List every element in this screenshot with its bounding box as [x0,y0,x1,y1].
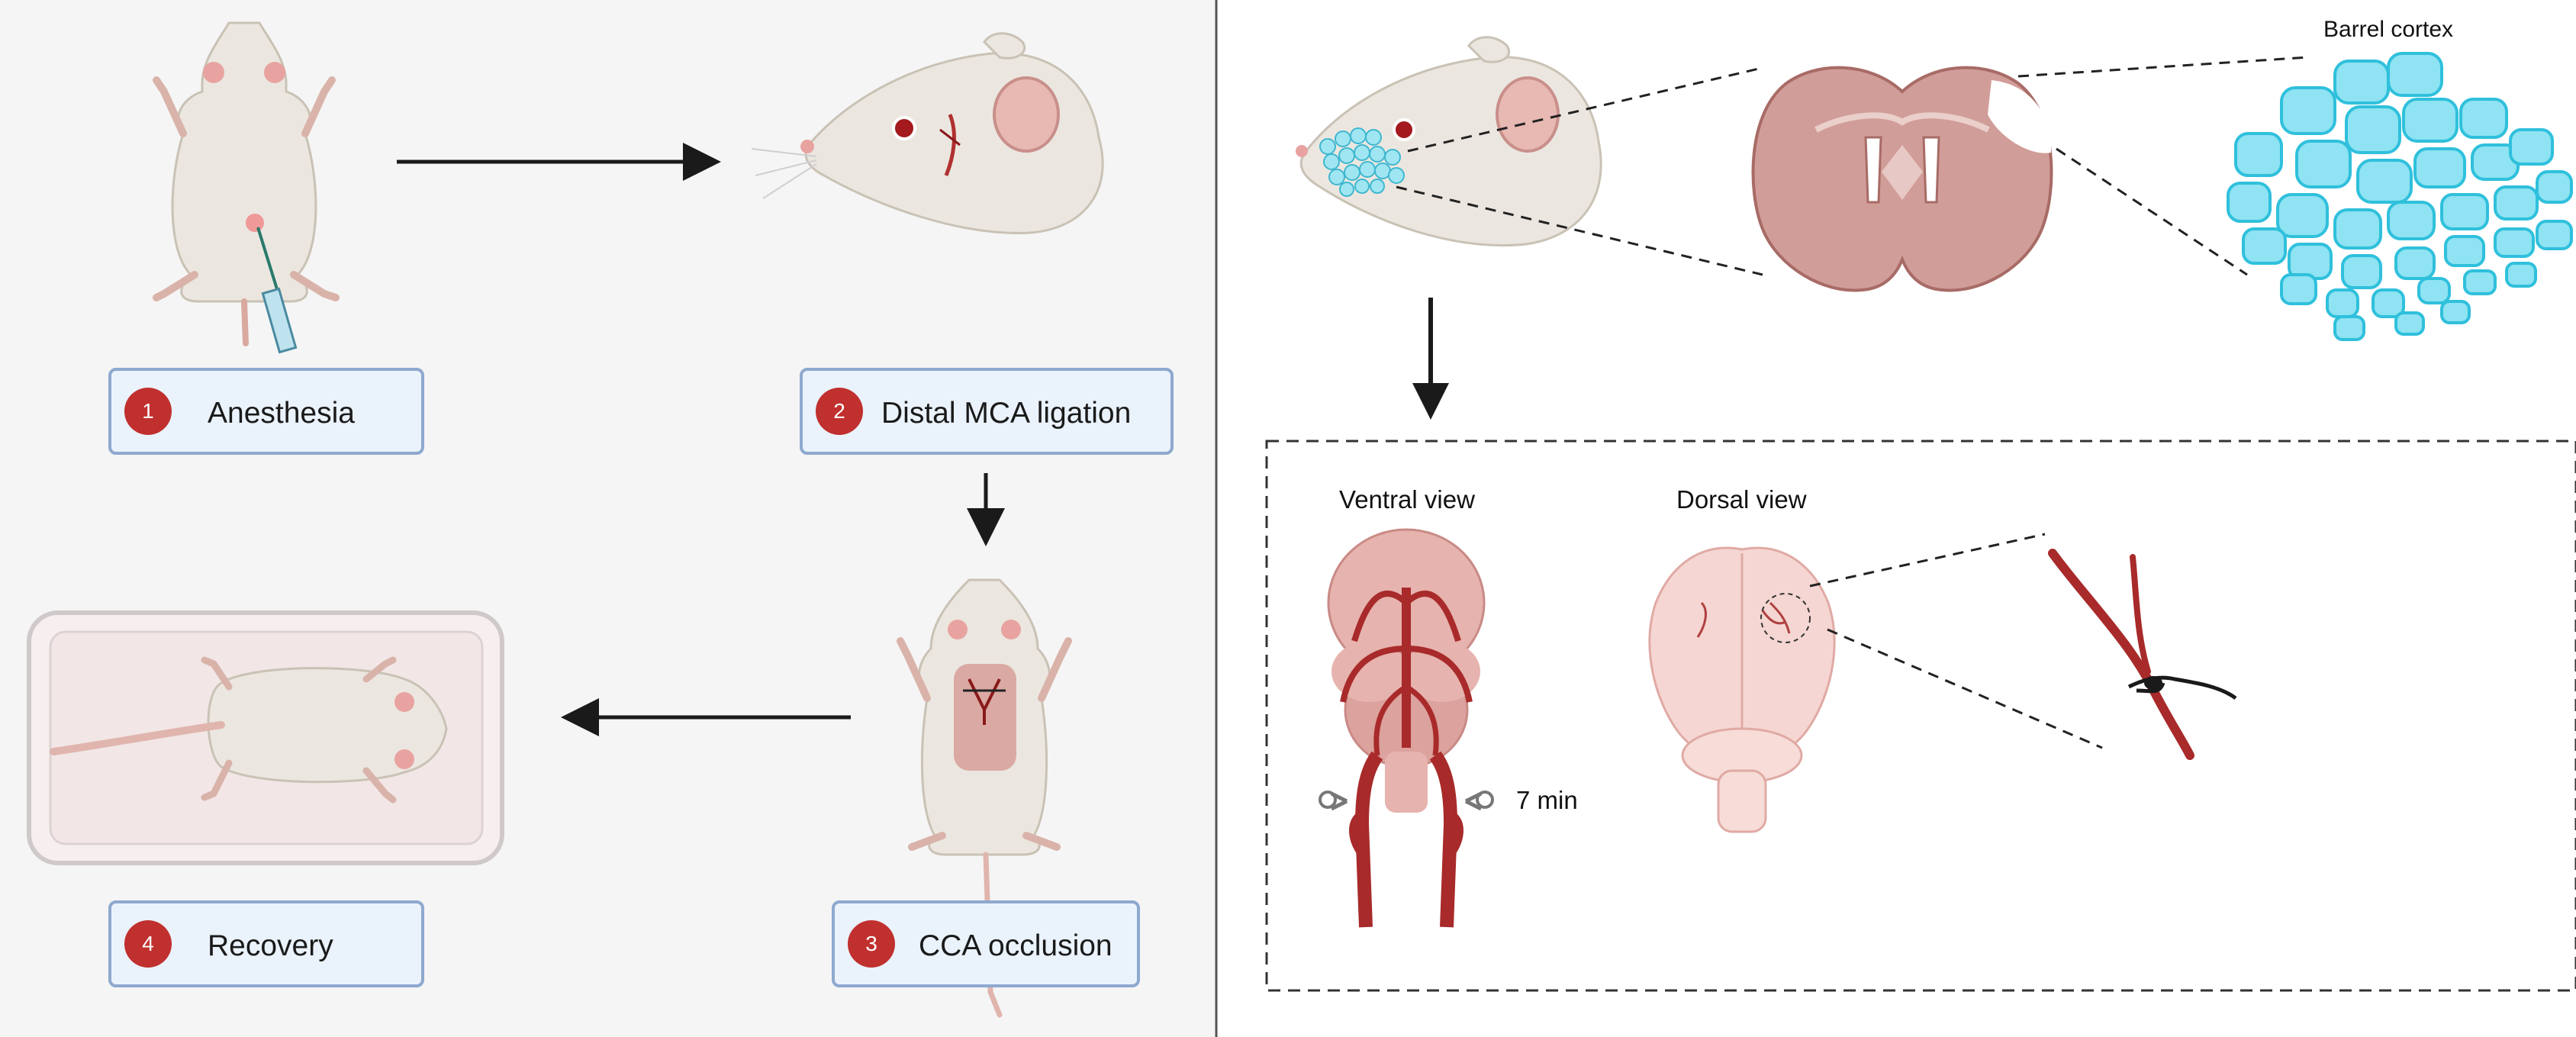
zoom-line-whisker-bottom [1396,185,1763,276]
brain-views-frame [1265,440,2576,992]
dorsal-brain-icon [1648,546,1836,833]
coronal-brain-section-icon [1751,66,2053,292]
step-box-anesthesia: 1 Anesthesia [108,368,424,455]
barrel-cortex-label: Barrel cortex [2323,17,2454,42]
step-label: Recovery [208,929,333,962]
zoom-line-cortex-top [2017,56,2309,78]
step-label: CCA occlusion [919,929,1113,962]
anesthetized-mouse-icon [153,21,340,354]
zoom-line-dorsal-top [1809,533,2046,588]
mouse-head-whisker-icon [1296,36,1602,247]
zoom-line-cortex-bottom [2056,147,2248,276]
mouse-head-ligation-icon [751,32,1104,234]
ligated-artery-icon [2048,549,2237,760]
recovery-cage-icon [27,610,504,865]
occlusion-time-label: 7 min [1516,786,1578,814]
ventral-view-label: Ventral view [1339,485,1475,514]
step-number-badge: 3 [848,920,895,968]
zoom-line-dorsal-bottom [1827,628,2103,749]
zoom-line-whisker-top [1407,67,1760,153]
step-box-distal-mca-ligation: 2 Distal MCA ligation [800,368,1174,455]
step-number-badge: 1 [124,388,172,435]
step-label: Anesthesia [208,397,355,430]
step-label: Distal MCA ligation [881,397,1132,430]
step-number-badge: 4 [124,920,172,968]
dorsal-view-label: Dorsal view [1676,485,1807,514]
mouse-cca-occlusion-icon [897,578,1072,1018]
step-box-cca-occlusion: 3 CCA occlusion [832,900,1140,987]
ventral-brain-icon [1319,528,1494,928]
barrel-cortex-icon [2227,52,2573,341]
whisker-pad-icon [1319,127,1405,197]
step-box-recovery: 4 Recovery [108,900,424,987]
step-number-badge: 2 [816,388,863,435]
